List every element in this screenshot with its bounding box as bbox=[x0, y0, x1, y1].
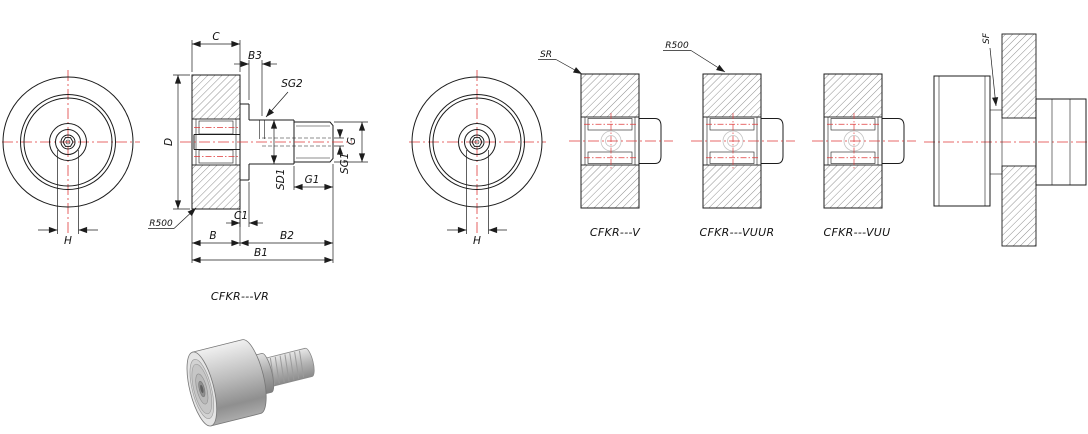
view-label-vuu: CFKR---VUU bbox=[824, 226, 891, 239]
front-view-mid: H bbox=[409, 70, 546, 247]
callout-r500-vuur-label: R500 bbox=[665, 41, 689, 51]
roller-face-3d bbox=[186, 351, 218, 427]
view-label-vr: CFKR---VR bbox=[211, 290, 269, 303]
mounting-wall-upper bbox=[1001, 33, 1037, 119]
dim-b-label: B bbox=[209, 230, 216, 242]
dim-sd1-label: SD1 bbox=[275, 169, 287, 190]
dim-h-mid-label: H bbox=[473, 235, 481, 247]
callout-sf-label: SF bbox=[982, 32, 992, 44]
dim-g-label: G bbox=[346, 137, 358, 145]
section-view-vuur bbox=[690, 73, 796, 209]
dim-h-left-label: H bbox=[64, 235, 72, 247]
thread-ridges bbox=[269, 350, 305, 385]
dim-d-label: D bbox=[163, 138, 175, 146]
front-view-left: H bbox=[2, 70, 140, 247]
section-view-vuur-geometry bbox=[690, 73, 796, 209]
dim-g1-label: G1 bbox=[305, 174, 320, 186]
callout-sr-label: SR bbox=[540, 50, 552, 60]
stud-thread-3d bbox=[263, 347, 315, 388]
section-view-vuu-geometry bbox=[811, 73, 917, 209]
assembly-view: SF bbox=[924, 32, 1088, 247]
mounting-wall-lower bbox=[1001, 165, 1037, 247]
callout-r500-vr-label: R500 bbox=[149, 219, 173, 229]
dim-sg1-label: SG1 bbox=[339, 153, 351, 174]
dim-b3-label: B3 bbox=[248, 50, 262, 62]
dim-b2-label: B2 bbox=[280, 230, 294, 242]
product-photo-3d bbox=[186, 339, 315, 427]
section-view-vuu bbox=[811, 73, 917, 209]
section-view-vr: C B3 SG2 D G SG1 SD1 G1 bbox=[148, 31, 368, 303]
section-view-v bbox=[568, 73, 674, 209]
view-label-v: CFKR---V bbox=[590, 226, 641, 239]
dim-b1-label: B1 bbox=[254, 247, 268, 259]
spacer-washer bbox=[989, 109, 1003, 175]
hex-nut-side-view bbox=[1035, 98, 1087, 186]
dim-c1-label: C1 bbox=[234, 210, 248, 222]
view-label-vuur: CFKR---VUUR bbox=[700, 226, 775, 239]
section-view-v-geometry bbox=[568, 73, 674, 209]
dim-c-label: C bbox=[212, 31, 220, 43]
dim-sg2-label: SG2 bbox=[281, 78, 303, 90]
roller-side-view bbox=[933, 75, 991, 207]
